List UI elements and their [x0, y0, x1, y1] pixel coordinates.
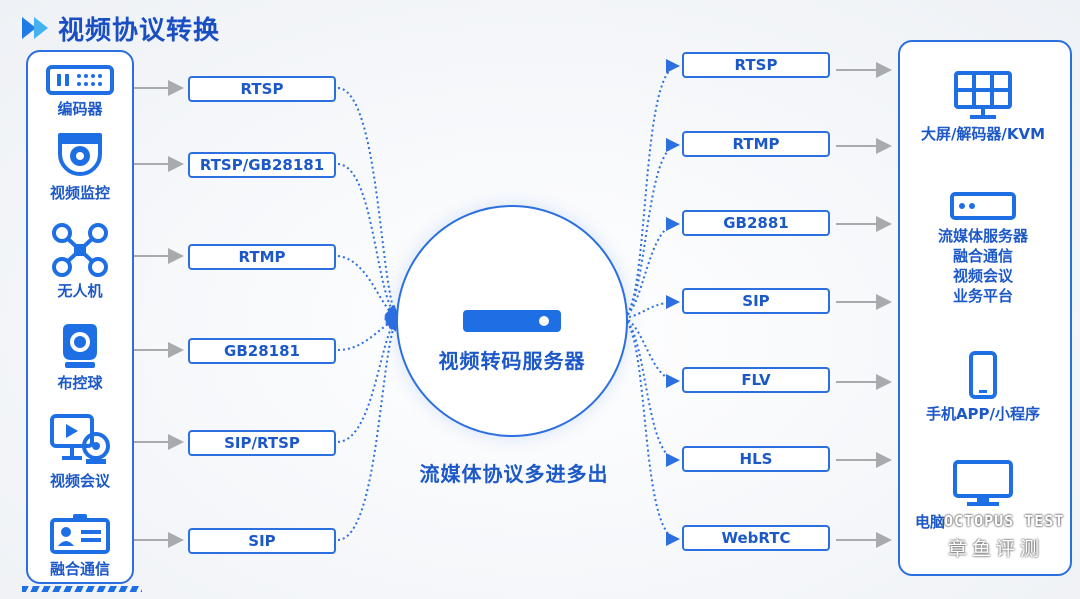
source-encoder: 编码器: [28, 64, 132, 119]
watermark-text-cn: 章鱼评测: [948, 538, 1045, 560]
target-label: 融合通信: [952, 247, 1013, 265]
slogan-text: 流媒体协议多进多出: [419, 462, 609, 486]
decorative-stripe: [22, 586, 142, 592]
transcoding-server-node: 视频转码服务器: [396, 205, 628, 437]
output-protocol-sip: SIP: [682, 288, 830, 314]
output-protocol-flv: FLV: [682, 367, 830, 393]
target-label: 流媒体服务器: [937, 227, 1028, 245]
input-protocol-sip: SIP: [188, 528, 336, 554]
id-card-icon: [50, 514, 110, 554]
output-arrows: [836, 62, 892, 548]
target-label: 电脑: [915, 513, 946, 531]
source-drone: 无人机: [28, 222, 132, 301]
target-mobile-app: 手机APP/小程序: [898, 350, 1068, 424]
source-video-surveillance: 视频监控: [28, 130, 132, 203]
output-protocol-gb2881: GB2881: [682, 210, 830, 236]
input-protocol-rtmp: RTMP: [188, 244, 336, 270]
rack-server-icon: [950, 192, 1016, 220]
output-protocol-webrtc: WebRTC: [682, 525, 830, 551]
server-label: 视频转码服务器: [438, 349, 586, 373]
title-text: 视频协议转换: [58, 15, 221, 46]
source-label: 视频会议: [49, 472, 110, 490]
target-computer: 电脑: [898, 458, 1068, 532]
server-icon: [463, 310, 561, 332]
target-devices-panel: [898, 40, 1072, 576]
input-flow-curves: [337, 87, 400, 541]
output-flow-curves: [623, 59, 680, 546]
video-wall-icon: [954, 71, 1012, 119]
target-streaming-server: 流媒体服务器 融合通信 视频会议 业务平台: [898, 190, 1068, 306]
source-label: 编码器: [57, 100, 103, 118]
source-video-conference: 视频会议: [28, 412, 132, 491]
ptz-camera-icon: [63, 324, 97, 368]
monitor-icon: [953, 460, 1013, 506]
target-label: 大屏/解码器/KVM: [920, 125, 1046, 143]
page-title: 视频协议转换: [22, 8, 220, 48]
output-protocol-rtmp: RTMP: [682, 131, 830, 157]
dome-camera-icon: [58, 133, 102, 176]
input-protocol-rtsp-gb28181: RTSP/GB28181: [188, 152, 336, 178]
source-fusion-communication: 融合通信: [28, 512, 132, 579]
source-label: 融合通信: [49, 560, 110, 578]
input-protocol-sip-rtsp: SIP/RTSP: [188, 430, 336, 456]
output-protocol-rtsp: RTSP: [682, 52, 830, 78]
video-conference-icon: [50, 414, 110, 464]
smartphone-icon: [969, 351, 997, 399]
input-protocol-gb28181: GB28181: [188, 338, 336, 364]
output-protocol-hls: HLS: [682, 446, 830, 472]
target-label: 业务平台: [952, 287, 1013, 305]
source-label: 布控球: [57, 374, 103, 392]
source-label: 无人机: [57, 282, 103, 300]
input-arrows: [132, 80, 184, 548]
input-protocol-rtsp: RTSP: [188, 76, 336, 102]
target-label: 手机APP/小程序: [925, 405, 1041, 423]
watermark-text: OCTOPUS TEST: [944, 512, 1065, 530]
target-label: 视频会议: [952, 267, 1013, 285]
drone-icon: [52, 223, 108, 277]
chevron-right-icon: [22, 17, 48, 39]
source-ptz-ball: 布控球: [28, 322, 132, 393]
source-label: 视频监控: [49, 184, 110, 202]
encoder-icon: [46, 65, 114, 95]
target-video-wall: 大屏/解码器/KVM: [898, 70, 1068, 144]
